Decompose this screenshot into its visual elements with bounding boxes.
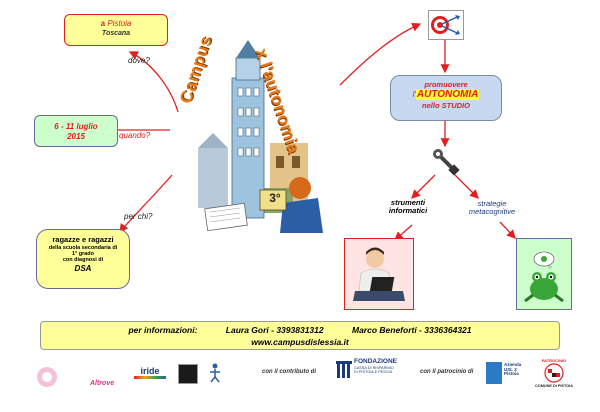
logo-altrove: Altrove [90, 372, 114, 390]
who-line5: DSA [74, 263, 92, 273]
arrow-tools-image [394, 224, 413, 241]
arrow-poster-target [339, 22, 422, 86]
logo-comune-text: COMUNE DI PISTOIA [535, 384, 573, 388]
info-contact1: Laura Gori - 3393831312 [225, 325, 324, 335]
goal-line1: promuovere [424, 80, 468, 89]
patronage-label: con il patrocinio di [420, 369, 474, 375]
logo-figure [208, 363, 222, 383]
branch-tools: strumenti informatici [384, 198, 432, 216]
branch-strategies-line2: metacognitive [468, 207, 516, 217]
who-line2: della scuola secondaria di [48, 244, 118, 251]
logo-usl-line1: Azienda [504, 362, 522, 367]
info-label: per informazioni: [128, 325, 198, 335]
branch-strategies-line1: strategie [477, 199, 507, 208]
who-question: per chi? [124, 212, 153, 221]
frog-image [516, 238, 572, 310]
wrench-icon [432, 148, 460, 176]
who-line3: 1° grado [71, 250, 95, 257]
info-website: www.campusdislessia.it [251, 337, 349, 347]
logo-fondazione: FONDAZIONE CASSA DI RISPARMIO DI PISTOIA… [336, 358, 397, 382]
logo-iride: iride [134, 366, 166, 379]
branch-strategies: strategie metacognitive [460, 199, 524, 217]
target-icon [428, 10, 464, 40]
goal-highlight: AUTONOMIA [415, 89, 480, 100]
poster-edition: 3° [269, 191, 281, 205]
logo-patrocinio-text: PATROCINIO [541, 358, 567, 363]
arrow-who [119, 174, 173, 234]
arrow-wrench-tools [411, 174, 436, 199]
who-line4: con diagnosi di [62, 257, 104, 264]
student-laptop-image [344, 238, 414, 310]
when-year: 2015 [67, 132, 85, 141]
who-box: ragazze e ragazzi della scuola secondari… [36, 229, 130, 289]
when-dates: 6 - 11 luglio [54, 122, 98, 131]
branch-tools-line1: strumenti [390, 198, 426, 207]
when-question: quando? [119, 131, 151, 140]
logo-usl-line3: Pistoia [504, 371, 519, 377]
info-bar: per informazioni: Laura Gori - 339383131… [40, 321, 560, 350]
poster-illustration: Campus x l'autonomia 3° [176, 33, 338, 238]
goal-prefix: l' [412, 90, 416, 99]
logo-fondazione-line3: DI PISTOIA E PESCIA [354, 369, 393, 374]
where-city: Pistoia [107, 19, 132, 28]
logo-usl-line2: USL 3 [504, 366, 517, 372]
logo-iride-text: iride [140, 366, 160, 376]
goal-box: promuovere l'AUTONOMIA nello STUDIO [390, 75, 502, 121]
where-region: Toscana [101, 30, 131, 37]
logo-altrove-text: Altrove [90, 380, 115, 387]
logo-usl: Azienda USL 3 Pistoia [486, 362, 528, 384]
branch-tools-line2: informatici [388, 206, 428, 216]
tower-drawing [198, 40, 323, 233]
logo-dyslexia [36, 366, 58, 388]
logo-comune: PATROCINIO COMUNE DI PISTOIA [534, 358, 574, 390]
logo-fondazione-line2: CASSA DI RISPARMIO [354, 365, 394, 370]
arrow-where [128, 51, 179, 113]
when-box: 6 - 11 luglio 2015 [34, 115, 118, 147]
arrow-strategies-image [499, 221, 516, 239]
who-line1: ragazze e ragazzi [52, 235, 114, 244]
where-question: dove? [128, 56, 150, 65]
logo-fondazione-line1: FONDAZIONE [354, 358, 397, 365]
logo-square [178, 364, 198, 384]
contribution-label: con il contributo di [262, 369, 316, 375]
arrow-wrench-strategies [454, 174, 479, 199]
where-box: a Pistoia Toscana [64, 14, 168, 46]
info-contact2: Marco Beneforti - 3336364321 [351, 325, 472, 335]
goal-line3: nello STUDIO [422, 101, 470, 110]
where-prefix: a [100, 19, 108, 28]
